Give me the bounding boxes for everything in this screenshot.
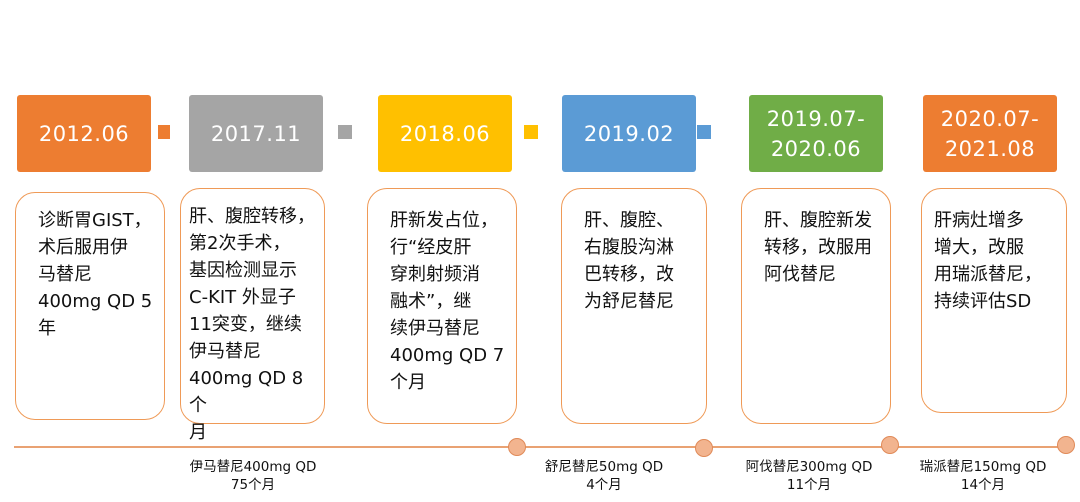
description-box-2018-06: 肝新发占位， 行“经皮肝 穿刺射频消 融术”，继 续伊马替尼 400mg QD … [367, 188, 517, 424]
date-box-2019-02: 2019.02 [562, 95, 696, 172]
date-box-2019-07-2020-06: 2019.07- 2020.06 [749, 95, 883, 172]
arrow-shaft [697, 125, 711, 139]
arrow-shaft [338, 125, 352, 139]
arrow-right-icon [338, 118, 366, 146]
timeline-dot [508, 438, 526, 456]
arrow-right-icon [158, 118, 182, 146]
description-box-2012-06: 诊断胃GIST， 术后服用伊 马替尼 400mg QD 5 年 [15, 192, 165, 420]
drug-label-avapritinib: 阿伐替尼300mg QD 11个月 [745, 459, 873, 493]
date-box-2018-06: 2018.06 [378, 95, 512, 172]
description-box-2019-02: 肝、腹腔、 右腹股沟淋 巴转移，改 为舒尼替尼 [561, 188, 707, 424]
date-box-2020-07-2021-08: 2020.07- 2021.08 [923, 95, 1057, 172]
timeline-dot [1057, 436, 1075, 454]
timeline-dot [881, 436, 899, 454]
drug-label-imatinib: 伊马替尼400mg QD 75个月 [189, 459, 317, 493]
date-box-2012-06: 2012.06 [17, 95, 151, 172]
timeline-dot [695, 439, 713, 457]
arrow-shaft [524, 125, 538, 139]
description-box-2017-11: 肝、腹腔转移， 第2次手术， 基因检测显示 C-KIT 外显子 11突变，继续 … [180, 188, 325, 443]
date-box-2017-11: 2017.11 [189, 95, 323, 172]
arrow-right-icon [524, 118, 552, 146]
arrow-right-icon [697, 118, 725, 146]
arrow-shaft [158, 125, 170, 139]
drug-label-sunitinib: 舒尼替尼50mg QD 4个月 [544, 459, 664, 493]
timeline-line [14, 446, 1074, 448]
description-box-2020-07-2021-08: 肝病灶增多 增大，改服 用瑞派替尼， 持续评估SD [921, 188, 1067, 413]
description-box-2019-07-2020-06: 肝、腹腔新发 转移，改服用 阿伐替尼 [741, 188, 891, 424]
drug-label-ripretinib: 瑞派替尼150mg QD 14个月 [919, 459, 1047, 493]
